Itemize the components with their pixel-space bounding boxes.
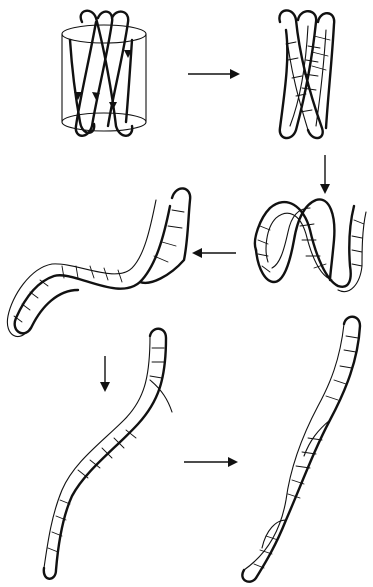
panel-5-diagonal-duplex bbox=[44, 329, 172, 579]
panel-1-helix-on-cylinder bbox=[62, 11, 146, 136]
strand-direction-arrows bbox=[74, 50, 132, 110]
arrow-right-2 bbox=[184, 457, 238, 467]
arrow-down-2 bbox=[100, 356, 110, 392]
panel-4-rungs bbox=[14, 210, 184, 322]
arrow-right-1 bbox=[188, 69, 240, 79]
panel-3-double-hairpin bbox=[255, 199, 366, 291]
panel-6-double-helix bbox=[242, 317, 360, 582]
panel-4-sigmoid-duplex bbox=[7, 188, 190, 336]
arrow-left-1 bbox=[192, 248, 236, 258]
helical-strand bbox=[70, 11, 132, 136]
panel-2-hairpins bbox=[279, 10, 334, 138]
arrow-down-1 bbox=[320, 155, 330, 194]
